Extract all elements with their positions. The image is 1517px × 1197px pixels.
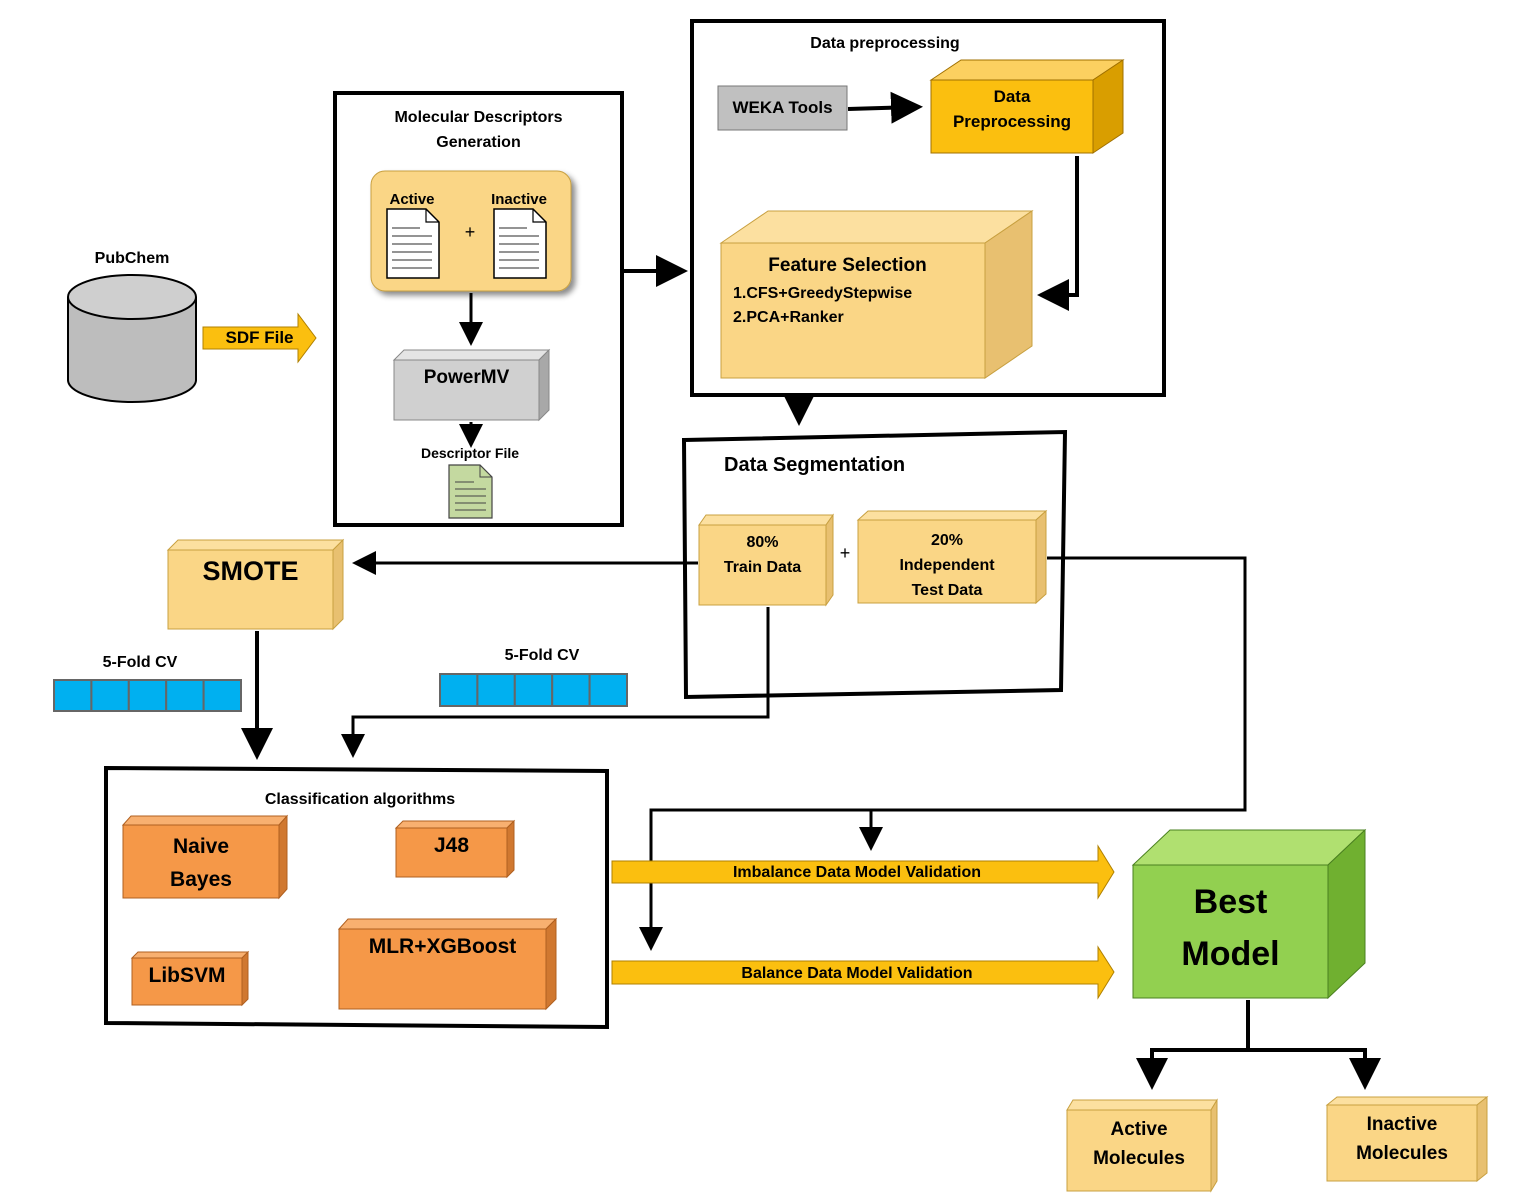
arrow-best-to-inactive xyxy=(1248,1048,1381,1090)
active-molecules-box xyxy=(1066,1098,1218,1193)
sdf-file-label: SDF File xyxy=(225,328,294,347)
feature-selection-title: Feature Selection xyxy=(768,255,927,276)
feature-selection-item-2: 2.PCA+Ranker xyxy=(733,309,844,326)
sdf-file-arrow xyxy=(202,312,317,364)
pubchem-database-icon xyxy=(67,274,197,403)
descriptors-title: Molecular Descriptors Generation xyxy=(394,109,563,151)
libsvm-box xyxy=(130,950,250,1007)
cv-fold-cell xyxy=(476,673,516,707)
feature-selection-item-1: 1.CFS+GreedyStepwise xyxy=(733,285,913,302)
weka-tools-box xyxy=(717,85,848,131)
mlr-xgboost-label: MLR+XGBoost xyxy=(368,935,517,958)
cv-fold-cell xyxy=(513,673,554,707)
imbalance-validation-label: Imbalance Data Model Validation xyxy=(732,864,982,881)
arrow-best-to-active xyxy=(1136,1000,1250,1090)
best-model-label: Best Model xyxy=(1181,883,1280,973)
j48-label: J48 xyxy=(433,834,470,857)
pubchem-label: PubChem xyxy=(94,250,170,267)
active-label: Active xyxy=(389,191,435,208)
best-model-box xyxy=(1131,828,1367,1000)
cv-fold-cell xyxy=(127,679,168,712)
segmentation-plus-sign: + xyxy=(839,543,851,563)
powermv-label: PowerMV xyxy=(423,367,510,388)
train-data-label: 80% Train Data xyxy=(723,534,802,576)
cv-folds-right xyxy=(439,673,628,707)
j48-box xyxy=(394,819,516,879)
imbalance-validation-arrow xyxy=(611,844,1115,900)
cv-folds-left xyxy=(53,679,243,712)
train-data-box xyxy=(698,513,834,607)
segmentation-title: Data Segmentation xyxy=(724,454,906,476)
molecular-descriptors-frame xyxy=(333,91,624,527)
mlr-xgboost-box xyxy=(337,917,558,1011)
feature-selection-box xyxy=(719,210,1034,379)
inactive-molecules-box xyxy=(1325,1095,1489,1183)
descriptor-file-icon xyxy=(448,464,493,519)
balance-validation-arrow xyxy=(611,945,1115,1000)
weka-tools-label: WEKA Tools xyxy=(732,98,833,117)
classification-title: Classification algorithms xyxy=(264,791,456,808)
cv-fold-cell xyxy=(551,673,591,707)
naive-bayes-box xyxy=(121,814,289,900)
smote-label: SMOTE xyxy=(202,556,299,586)
active-document-icon xyxy=(386,208,440,279)
inactive-label: Inactive xyxy=(491,191,547,208)
smote-box xyxy=(166,538,345,631)
arrow-weka-to-preprocessing xyxy=(847,91,923,124)
preprocessing-title: Data preprocessing xyxy=(810,35,960,52)
libsvm-label: LibSVM xyxy=(148,964,226,987)
descriptor-file-label: Descriptor File xyxy=(420,445,520,461)
arrow-preprocessing-to-feature-selection xyxy=(1037,156,1079,311)
cv-left-label: 5-Fold CV xyxy=(102,654,178,671)
test-data-box xyxy=(856,509,1048,605)
test-data-label: 20% Independent Test Data xyxy=(899,532,995,599)
arrow-train-to-classification xyxy=(341,607,770,758)
powermv-box xyxy=(392,348,551,422)
balance-validation-label: Balance Data Model Validation xyxy=(741,965,973,982)
plus-sign: + xyxy=(464,222,476,242)
cv-fold-cell xyxy=(165,679,205,712)
cv-right-label: 5-Fold CV xyxy=(504,647,580,664)
inactive-molecules-label: Inactive Molecules xyxy=(1356,1114,1448,1164)
active-molecules-label: Active Molecules xyxy=(1093,1119,1185,1169)
cv-fold-cell xyxy=(202,679,243,712)
data-preprocessing-label: Data Preprocessing xyxy=(952,87,1072,131)
arrow-test-to-balance xyxy=(639,808,1245,951)
cv-fold-cell xyxy=(588,673,628,707)
cv-fold-cell xyxy=(439,673,479,707)
cv-fold-cell xyxy=(53,679,93,712)
inactive-document-icon xyxy=(493,208,547,279)
cv-fold-cell xyxy=(90,679,130,712)
data-preprocessing-box xyxy=(929,59,1125,154)
naive-bayes-label: Naive Bayes xyxy=(170,835,232,891)
